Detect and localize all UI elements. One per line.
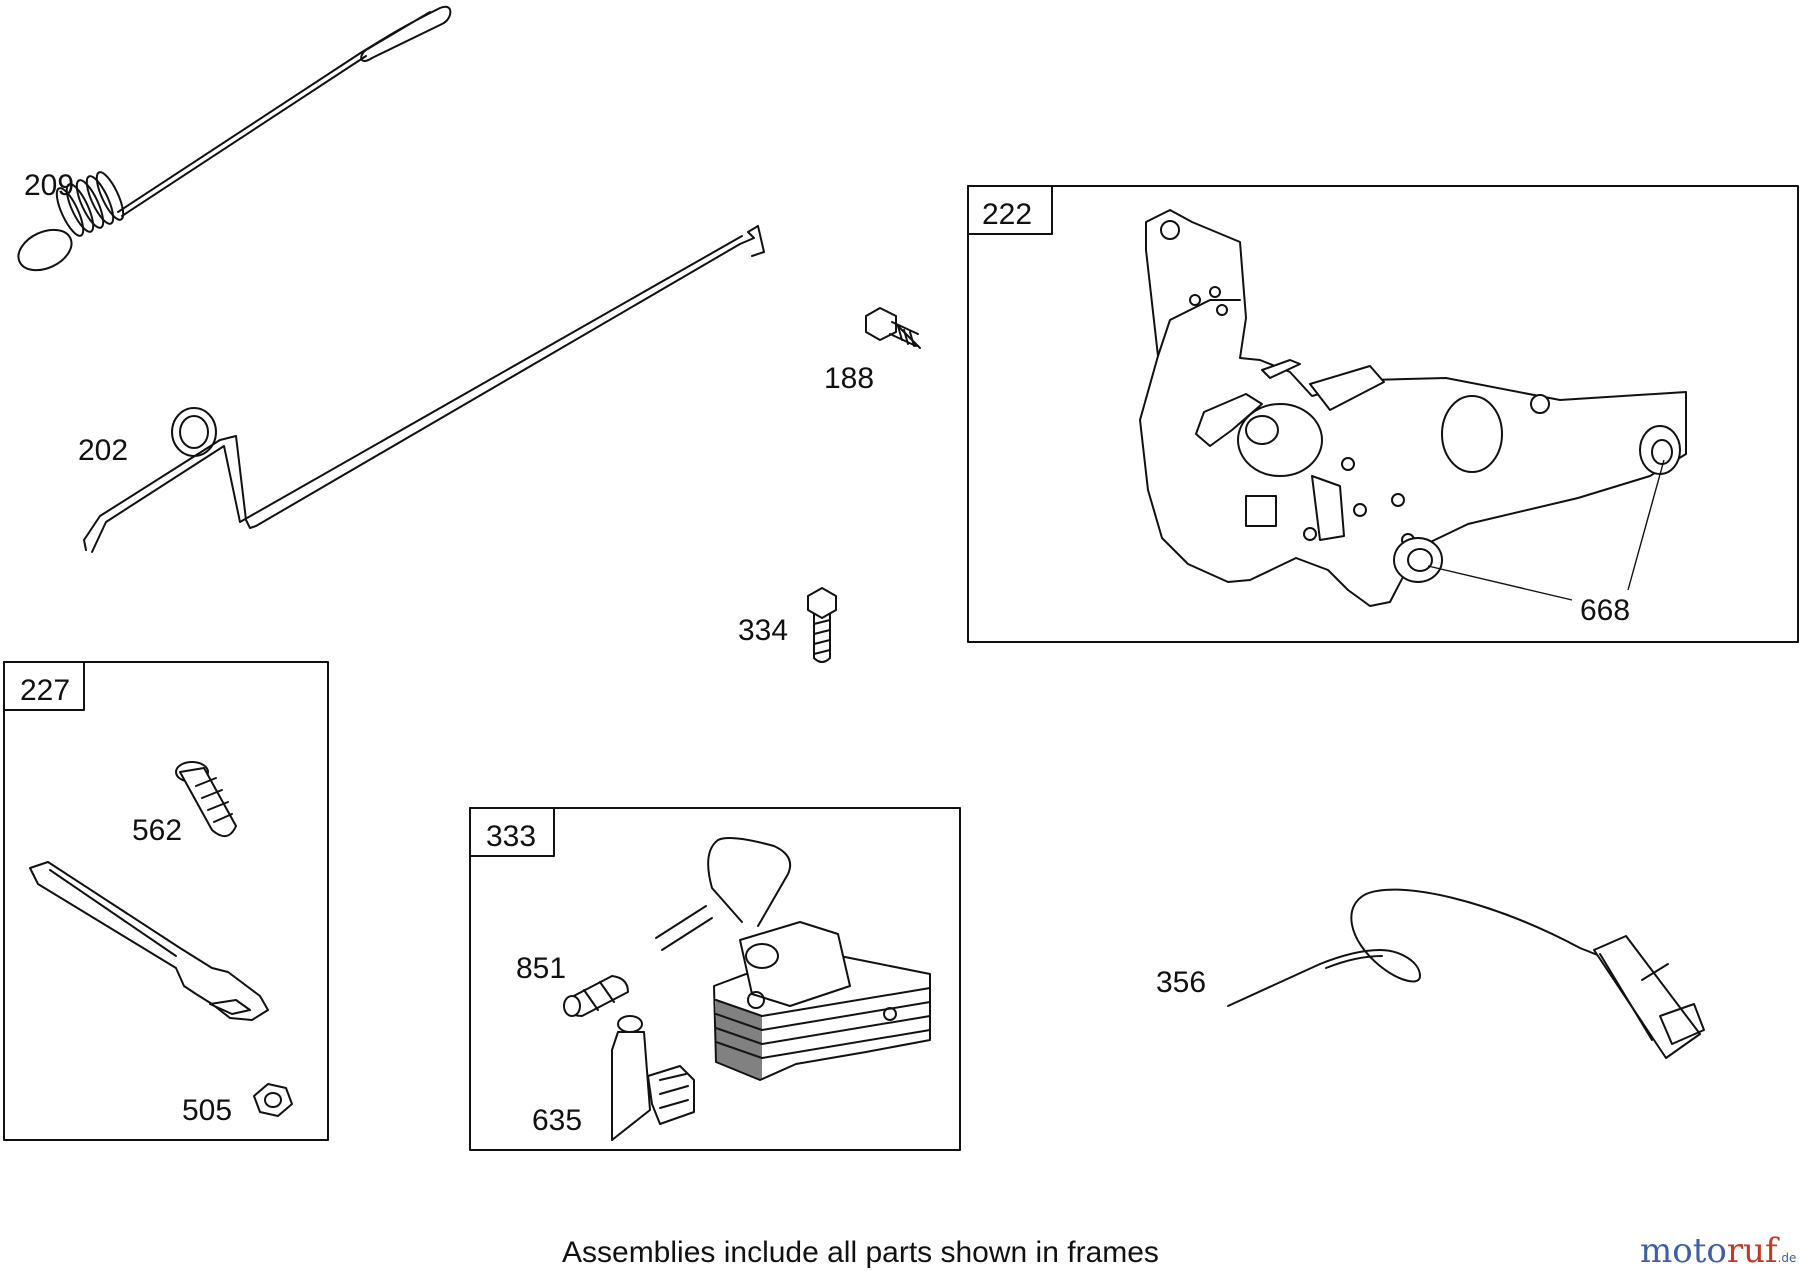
part-851-terminal — [563, 975, 629, 1017]
frame-227 — [3, 661, 329, 1141]
frame-333 — [469, 807, 961, 1151]
label-209: 209 — [24, 169, 74, 202]
frame-222 — [967, 185, 1799, 643]
label-562: 562 — [132, 814, 182, 847]
part-562-screw — [175, 761, 237, 837]
label-333: 333 — [486, 820, 536, 853]
label-851: 851 — [516, 952, 566, 985]
part-209-spring-link — [17, 5, 452, 272]
label-334: 334 — [738, 614, 788, 647]
label-227: 227 — [20, 674, 70, 707]
frame-227-tab — [3, 661, 85, 711]
label-668: 668 — [1580, 594, 1630, 627]
part-188-bolt — [865, 307, 921, 349]
label-202: 202 — [78, 434, 128, 467]
label-222: 222 — [982, 198, 1032, 231]
part-202-governor-link — [83, 225, 765, 553]
leader-668 — [1427, 459, 1665, 601]
frame-333-tab — [469, 807, 555, 857]
part-334-bolt — [807, 587, 837, 663]
label-505: 505 — [182, 1094, 232, 1127]
part-635-boot — [611, 1015, 695, 1141]
part-505-nut — [253, 1083, 293, 1117]
caption: Assemblies include all parts shown in fr… — [562, 1236, 1159, 1269]
svg-text:motoruf.de: motoruf.de — [1640, 1231, 1796, 1271]
part-333-coil — [655, 837, 931, 1081]
part-356-ground-wire — [1227, 888, 1705, 1059]
watermark-logo: motoruf.de — [1640, 1231, 1796, 1271]
label-188: 188 — [824, 362, 874, 395]
part-227-lever — [29, 861, 269, 1021]
part-222-control-bracket — [1139, 209, 1687, 607]
label-356: 356 — [1156, 966, 1206, 999]
frame-222-tab — [967, 185, 1053, 235]
label-635: 635 — [532, 1104, 582, 1137]
